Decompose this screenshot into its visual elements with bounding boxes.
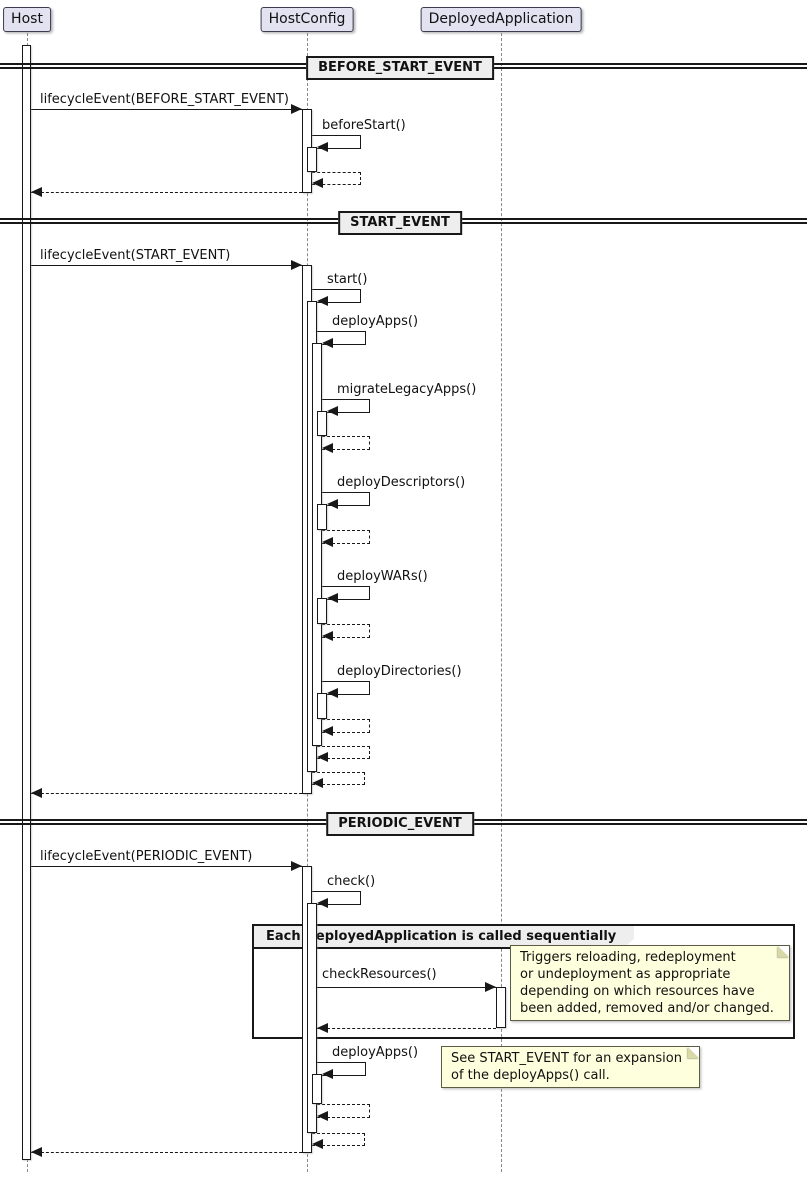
self-call-arrow [312, 135, 361, 149]
message-arrow [31, 265, 302, 266]
note-deploy-apps: See START_EVENT for an expansion of the … [441, 1046, 700, 1088]
self-return-arrow [322, 436, 370, 450]
divider-start-event: START_EVENT [338, 211, 462, 235]
activation-bar [312, 1074, 322, 1104]
arrowhead-left [322, 537, 333, 547]
arrowhead-left [317, 142, 328, 152]
arrowhead-right [291, 861, 302, 871]
self-return-arrow [312, 772, 365, 785]
self-call-arrow [322, 681, 370, 695]
message-arrow [31, 866, 302, 867]
return-arrow [317, 1028, 496, 1029]
arrowhead-left [327, 593, 338, 603]
self-return-arrow [322, 624, 370, 638]
return-arrow [31, 192, 302, 193]
activation-bar [307, 903, 317, 1133]
message-label-beforestart: beforeStart() [322, 118, 406, 133]
participant-hostconfig: HostConfig [260, 7, 354, 32]
self-return-arrow [322, 530, 370, 544]
arrowhead-left [317, 1023, 328, 1033]
activation-bar [317, 411, 327, 436]
message-label-deploydirectories: deployDirectories() [337, 664, 462, 679]
arrowhead-left [31, 187, 42, 197]
arrowhead-right [291, 104, 302, 114]
self-call-arrow [322, 492, 370, 506]
arrowhead-left [322, 726, 333, 736]
self-return-arrow [312, 1133, 365, 1146]
return-arrow [31, 1152, 302, 1153]
activation-bar [312, 343, 322, 746]
message-arrow [31, 109, 302, 110]
self-call-arrow [322, 586, 370, 600]
arrowhead-left [327, 499, 338, 509]
message-label-deployapps-periodic: deployApps() [332, 1045, 419, 1060]
self-return-arrow [317, 1104, 370, 1118]
arrowhead-left [327, 406, 338, 416]
message-label-check: check() [327, 874, 376, 889]
self-call-arrow [322, 399, 370, 413]
arrowhead-left [322, 443, 333, 453]
arrowhead-right [485, 982, 496, 992]
lifeline-deployedapplication [501, 33, 502, 1172]
self-return-arrow [317, 746, 370, 759]
arrowhead-left [317, 898, 328, 908]
arrowhead-left [312, 178, 323, 188]
message-label-start: start() [327, 272, 368, 287]
return-arrow [31, 793, 302, 794]
arrowhead-left [317, 752, 328, 762]
self-call-arrow [312, 289, 361, 303]
group-header: Each DeployedApplication is called seque… [254, 926, 634, 949]
message-label-lifecycle-start: lifecycleEvent(START_EVENT) [40, 248, 231, 263]
message-label-migratelegacyapps: migrateLegacyApps() [337, 382, 477, 397]
message-label-lifecycle-periodic: lifecycleEvent(PERIODIC_EVENT) [40, 849, 253, 864]
divider-before-start-event: BEFORE_START_EVENT [306, 56, 494, 80]
message-arrow [317, 987, 496, 988]
arrowhead-left [317, 1111, 328, 1121]
message-label-lifecycle-before-start: lifecycleEvent(BEFORE_START_EVENT) [40, 92, 289, 107]
arrowhead-left [322, 338, 333, 348]
participant-host: Host [3, 7, 51, 32]
arrowhead-left [31, 788, 42, 798]
divider-periodic-event: PERIODIC_EVENT [326, 812, 474, 836]
message-label-deployapps: deployApps() [332, 314, 419, 329]
arrowhead-left [322, 631, 333, 641]
arrowhead-left [312, 778, 323, 788]
self-call-arrow [317, 331, 366, 345]
group-box [252, 924, 795, 1039]
activation-bar-host [22, 45, 31, 1160]
activation-bar-deployedapplication [496, 987, 506, 1028]
self-return-arrow [312, 172, 361, 185]
arrowhead-left [317, 296, 328, 306]
message-label-deploywars: deployWARs() [337, 569, 428, 584]
activation-bar [317, 504, 327, 530]
self-return-arrow [322, 719, 370, 733]
participant-deployedapplication: DeployedApplication [420, 7, 582, 32]
activation-bar [317, 598, 327, 624]
arrowhead-left [327, 688, 338, 698]
activation-bar [317, 693, 327, 719]
self-call-arrow [312, 891, 361, 905]
arrowhead-right [291, 260, 302, 270]
arrowhead-left [322, 1069, 333, 1079]
message-label-deploydescriptors: deployDescriptors() [337, 475, 466, 490]
arrowhead-left [31, 1147, 42, 1157]
note-check-resources: Triggers reloading, redeployment or unde… [510, 945, 790, 1021]
arrowhead-left [312, 1139, 323, 1149]
message-label-checkresources: checkResources() [322, 967, 437, 982]
self-call-arrow [317, 1062, 366, 1076]
activation-bar [307, 147, 317, 172]
